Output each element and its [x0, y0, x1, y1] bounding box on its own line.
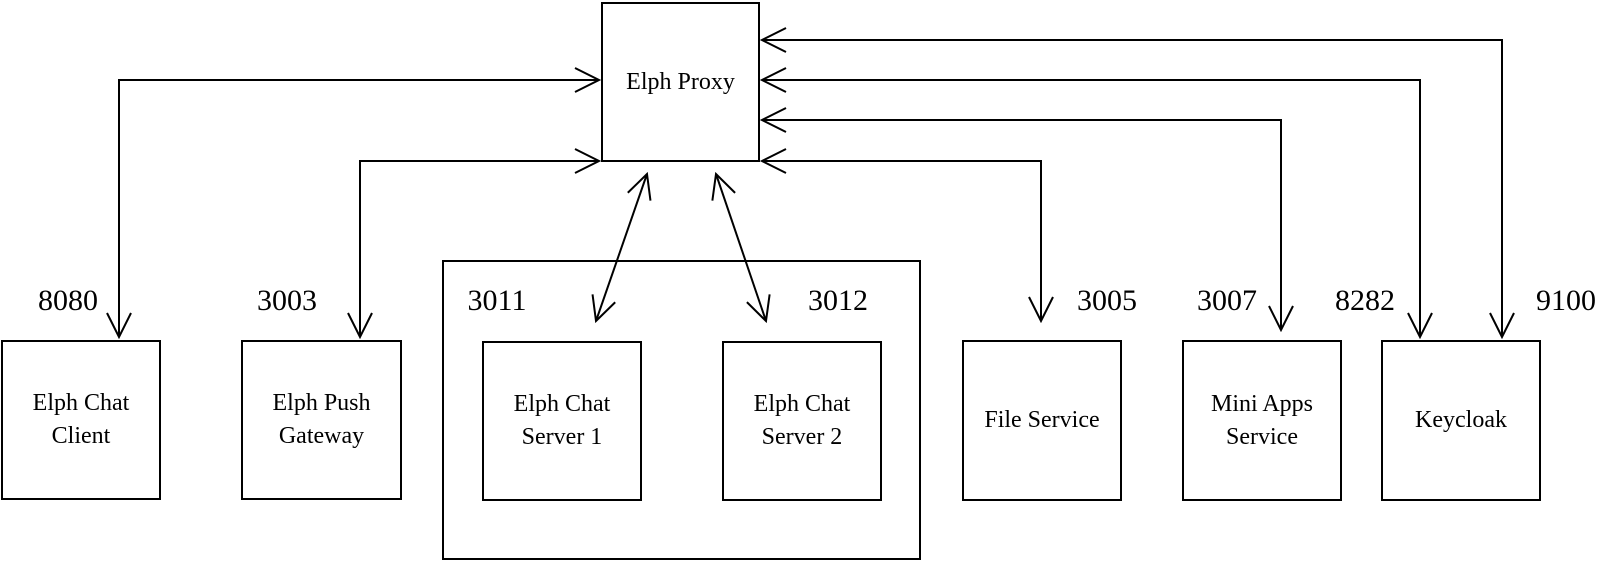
port-label-3005: 3005 [1077, 284, 1137, 317]
chat-server-2-node: Elph Chat Server 2 [722, 341, 882, 501]
port-label-3012: 3012 [808, 284, 868, 317]
chat-server-1-node: Elph Chat Server 1 [482, 341, 642, 501]
keycloak-node-label: Keycloak [1415, 407, 1507, 434]
keycloak-node: Keycloak [1381, 340, 1541, 501]
file-service-node-label: File Service [984, 407, 1100, 434]
port-label-8080: 8080 [38, 284, 98, 317]
push-gateway-node-label: Elph Push Gateway [272, 390, 371, 449]
chat-server-cluster-box [442, 260, 921, 560]
chat-client-node: Elph Chat Client [1, 340, 161, 500]
mini-apps-node: Mini Apps Service [1182, 340, 1342, 501]
file-service-node: File Service [962, 340, 1122, 501]
proxy-node-label: Elph Proxy [626, 68, 735, 95]
mini-apps-node-label: Mini Apps Service [1210, 390, 1314, 450]
port-label-9100: 9100 [1536, 284, 1596, 317]
chat-client-node-label: Elph Chat Client [32, 390, 130, 449]
port-label-3011: 3011 [467, 284, 527, 317]
chat-server-2-node-label: Elph Chat Server 2 [753, 391, 851, 450]
push-gateway-node: Elph Push Gateway [241, 340, 402, 500]
port-label-8282: 8282 [1335, 284, 1395, 317]
port-label-3007: 3007 [1197, 284, 1257, 317]
proxy-node: Elph Proxy [601, 2, 760, 162]
port-label-3003: 3003 [257, 284, 317, 317]
chat-server-1-node-label: Elph Chat Server 1 [513, 391, 611, 450]
